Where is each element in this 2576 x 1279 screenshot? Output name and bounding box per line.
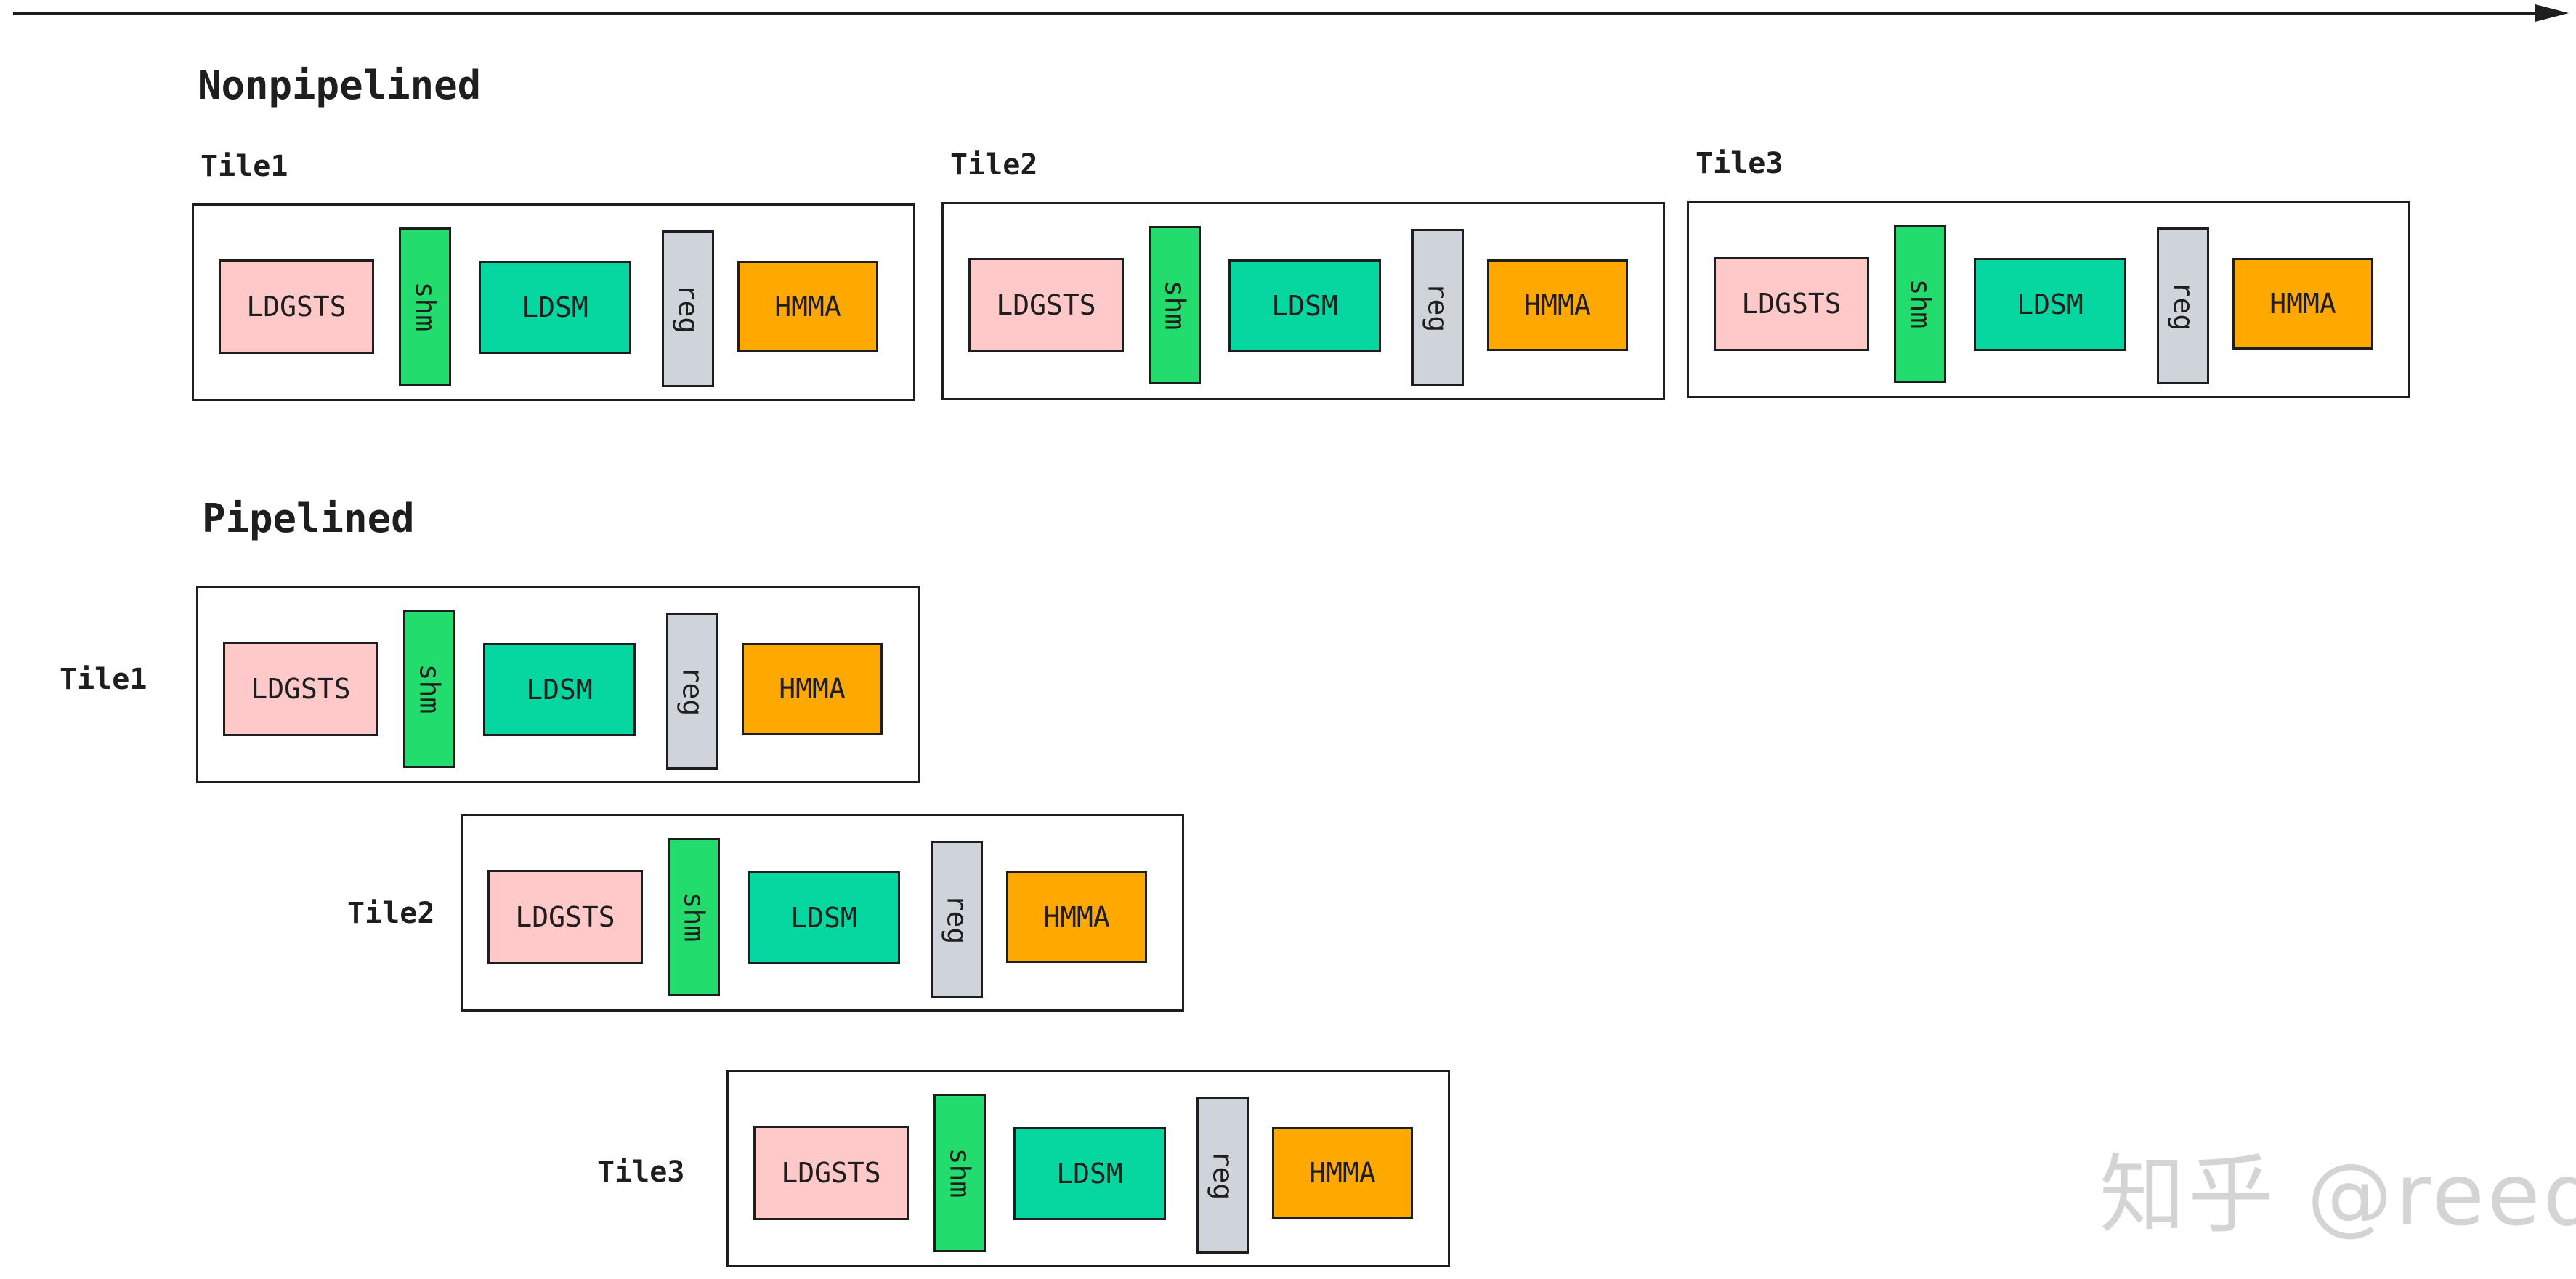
np-tile1-frame: LDGSTS shm LDSM reg HMMA [192,203,915,401]
hmma-stage: HMMA [737,261,878,352]
ldsm-stage: LDSM [483,643,636,736]
hmma-stage: HMMA [2232,258,2373,350]
time-axis-arrowhead-icon [2535,4,2569,22]
reg-stage: reg [1196,1097,1249,1254]
ldgsts-stage: LDGSTS [753,1126,909,1220]
np-tile3-frame: LDGSTS shm LDSM reg HMMA [1687,201,2410,398]
shm-stage: shm [399,227,451,386]
ldsm-stage: LDSM [479,261,631,354]
reg-stage: reg [931,841,983,998]
p-tile1-label: Tile1 [60,663,147,696]
hmma-stage: HMMA [1272,1127,1413,1219]
p-tile3-label: Tile3 [597,1155,685,1189]
nonpipelined-title: Nonpipelined [198,62,482,108]
ldsm-stage: LDSM [748,871,900,964]
p-tile2-frame: LDGSTS shm LDSM reg HMMA [461,814,1184,1012]
np-tile1-label: Tile1 [201,150,288,183]
reg-stage: reg [1411,229,1464,386]
shm-stage: shm [1149,226,1201,384]
np-tile3-label: Tile3 [1696,147,1783,180]
ldgsts-stage: LDGSTS [487,870,643,964]
time-axis-line [13,12,2548,15]
shm-stage: shm [668,838,720,996]
reg-stage: reg [662,230,714,387]
ldgsts-stage: LDGSTS [968,258,1124,352]
np-tile2-frame: LDGSTS shm LDSM reg HMMA [941,202,1665,400]
hmma-stage: HMMA [1006,871,1147,963]
ldgsts-stage: LDGSTS [219,259,374,354]
ldsm-stage: LDSM [1974,258,2126,351]
shm-stage: shm [933,1094,986,1252]
hmma-stage: HMMA [742,643,883,735]
p-tile2-label: Tile2 [347,897,435,930]
watermark: 知乎 @reed [2099,1145,2576,1245]
ldgsts-stage: LDGSTS [223,642,378,736]
shm-stage: shm [403,610,455,768]
p-tile1-frame: LDGSTS shm LDSM reg HMMA [196,586,920,783]
np-tile2-label: Tile2 [950,148,1038,182]
hmma-stage: HMMA [1487,259,1628,351]
reg-stage: reg [666,613,718,770]
ldgsts-stage: LDGSTS [1714,257,1869,351]
p-tile3-frame: LDGSTS shm LDSM reg HMMA [726,1070,1450,1267]
shm-stage: shm [1894,225,1946,383]
pipelined-title: Pipelined [202,496,415,541]
ldsm-stage: LDSM [1228,259,1381,352]
reg-stage: reg [2157,227,2209,384]
ldsm-stage: LDSM [1013,1127,1166,1220]
